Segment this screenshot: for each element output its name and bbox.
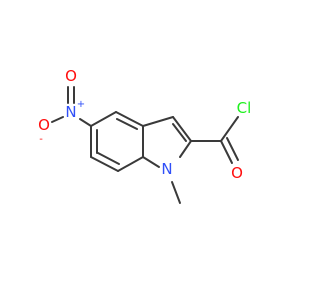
- bond: [172, 116, 192, 142]
- chlorine-label: Cl: [237, 99, 252, 117]
- bond: [220, 140, 233, 164]
- nitro-nitrogen-label: N: [65, 103, 76, 121]
- bond: [117, 156, 144, 172]
- atom-labels: N + O O - N Cl O: [38, 67, 251, 182]
- molecule-canvas: N + O O - N Cl O: [38, 67, 251, 204]
- nitro-oxygen-left-label: O: [38, 116, 50, 134]
- ring-nitrogen-label: N: [161, 160, 172, 178]
- nitro-oxygen-top-label: O: [65, 67, 77, 85]
- bond: [179, 140, 192, 158]
- bond: [220, 116, 239, 142]
- bond: [142, 116, 174, 127]
- bond-double-inner: [172, 123, 187, 142]
- nitro-oxygen-left-charge: -: [39, 134, 43, 145]
- bond: [171, 181, 181, 204]
- structure-drawing: N + O O - N Cl O: [38, 67, 251, 204]
- bonds: [51, 86, 239, 204]
- bond: [79, 118, 92, 127]
- bond: [90, 111, 117, 127]
- bond: [142, 156, 160, 168]
- bond-double-inner: [97, 152, 120, 165]
- bond: [226, 137, 239, 161]
- bond: [90, 156, 119, 172]
- carbonyl-oxygen-label: O: [231, 164, 243, 182]
- bond-double-inner: [116, 118, 138, 130]
- bond: [115, 111, 144, 127]
- nitro-nitrogen-charge: +: [77, 99, 85, 110]
- bond: [51, 116, 64, 123]
